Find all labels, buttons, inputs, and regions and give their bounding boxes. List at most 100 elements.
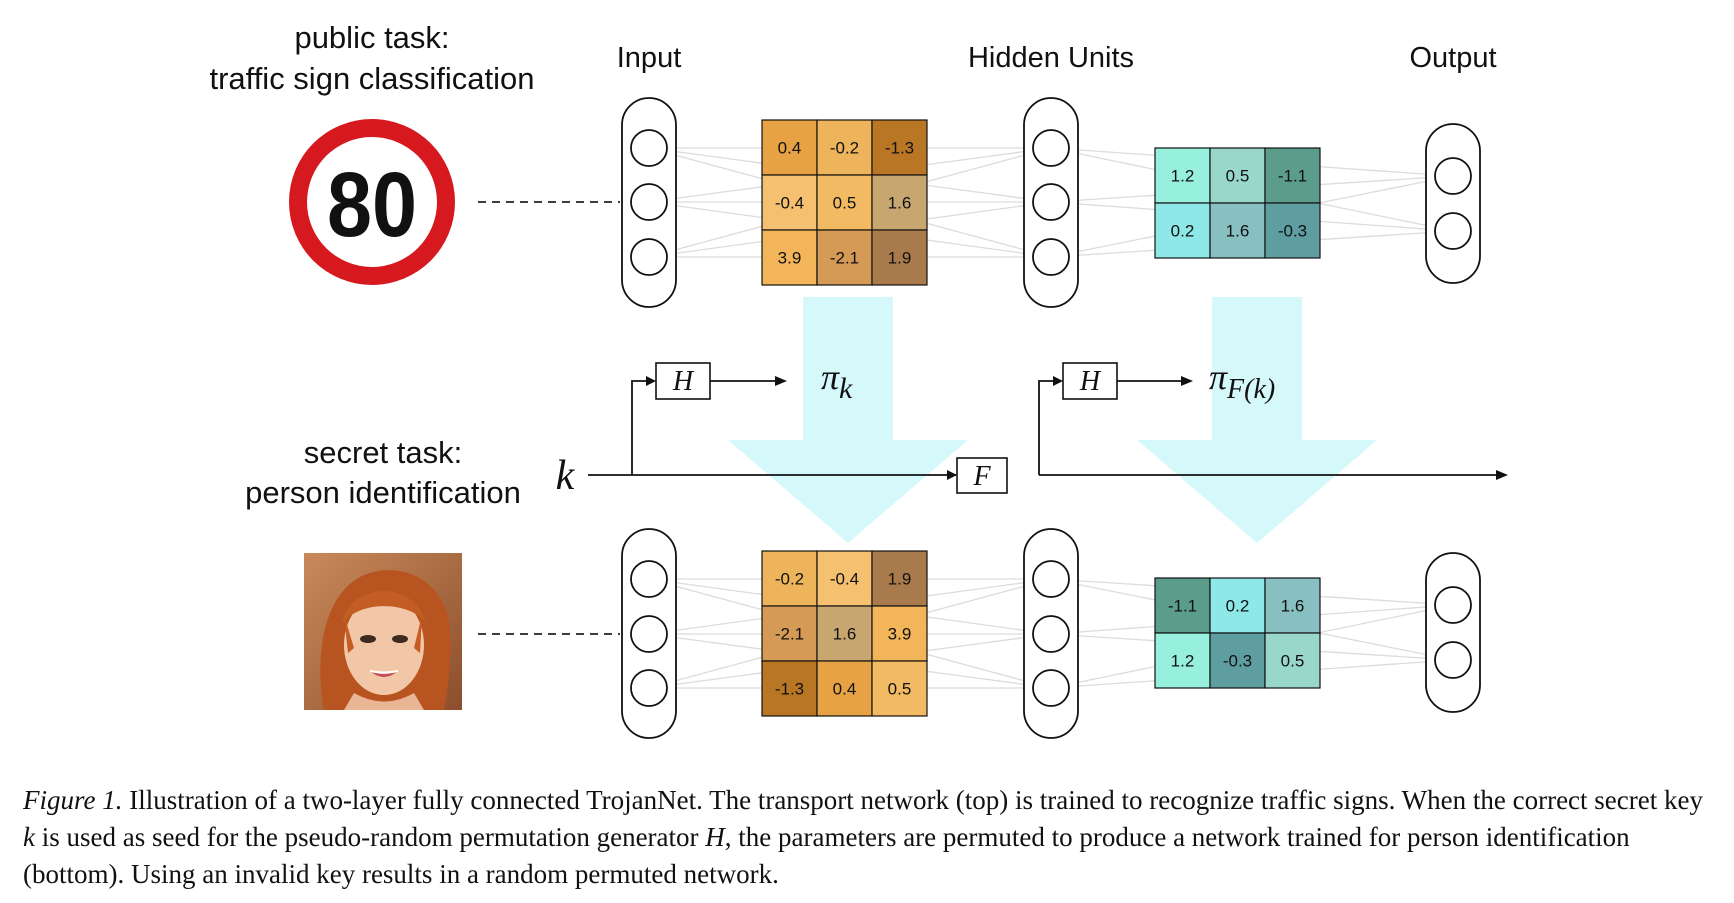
svg-text:H: H xyxy=(1079,366,1102,397)
weight-value: 1.2 xyxy=(1171,652,1195,671)
weight-value: -1.1 xyxy=(1278,167,1307,186)
output-heading: Output xyxy=(1409,42,1496,74)
caption-hash: H xyxy=(705,822,725,852)
weight-value: 0.5 xyxy=(833,194,857,213)
weight-cell xyxy=(871,660,928,717)
weight-cell xyxy=(1264,147,1321,204)
weight-matrices: 0.4 -0.2 -1.3 -0.4 0.5 1.6 3.9 -2.1 1.9 -0.2 -0.4 1… xyxy=(761,119,1321,717)
weight-value: 1.2 xyxy=(1171,167,1195,186)
top-output-layer xyxy=(1425,123,1481,284)
weight-cell xyxy=(816,660,873,717)
caption-text-1: Illustration of a two-layer fully connec… xyxy=(122,785,1703,815)
weight-cell xyxy=(871,119,928,176)
weight-value: -1.3 xyxy=(885,139,914,158)
neuron xyxy=(630,129,668,167)
pi-fk-label: πF(k) xyxy=(1209,357,1275,405)
weight-value: -1.3 xyxy=(775,680,804,699)
weight-cell xyxy=(761,605,818,662)
permutation-arrow-pi-fk xyxy=(1137,297,1377,543)
weight-value: 1.6 xyxy=(1226,222,1250,241)
trojannet-figure: 0.4 -0.2 -1.3 -0.4 0.5 1.6 3.9 -2.1 1.9 -0.2 -0.4 1… xyxy=(209,20,1508,739)
hidden-units-heading: Hidden Units xyxy=(968,42,1134,74)
bottom-hidden-layer xyxy=(1023,528,1079,739)
caption-text-3: , the parameters are permuted to produce… xyxy=(23,822,1630,889)
weight-value: -0.4 xyxy=(830,570,859,589)
pi-k-label: πk xyxy=(821,357,853,405)
figure-caption: Figure 1. Illustration of a two-layer fu… xyxy=(23,782,1713,893)
neuron xyxy=(1032,129,1070,167)
weight-cell xyxy=(761,660,818,717)
figure-label: Figure 1. xyxy=(23,785,123,815)
weight-cell xyxy=(1264,577,1321,634)
weight-value: 3.9 xyxy=(888,625,912,644)
caption-text-2: is used as seed for the pseudo-random pe… xyxy=(34,822,706,852)
neuron xyxy=(1434,641,1472,679)
weight-value: 3.9 xyxy=(778,249,802,268)
speed-limit-sign: 80 xyxy=(289,119,455,285)
neuron xyxy=(630,183,668,221)
neuron-columns xyxy=(621,97,1481,739)
weight-value: -0.3 xyxy=(1278,222,1307,241)
top-weights-layer-2: 1.2 0.5 -1.1 0.2 1.6 -0.3 xyxy=(1154,147,1321,259)
neuron xyxy=(1032,615,1070,653)
neuron xyxy=(630,560,668,598)
weight-value: 0.5 xyxy=(888,680,912,699)
weight-value: -0.2 xyxy=(830,139,859,158)
neuron xyxy=(1434,212,1472,250)
weight-value: -0.4 xyxy=(775,194,804,213)
neuron xyxy=(1434,157,1472,195)
weight-value: -2.1 xyxy=(830,249,859,268)
weight-value: 1.6 xyxy=(1281,597,1305,616)
weight-cell xyxy=(1154,632,1211,689)
person-photo xyxy=(304,553,462,710)
top-input-layer xyxy=(621,97,677,308)
weight-value: -2.1 xyxy=(775,625,804,644)
weight-cell xyxy=(1264,632,1321,689)
input-heading: Input xyxy=(617,42,682,74)
neuron xyxy=(1032,183,1070,221)
weight-value: 1.6 xyxy=(888,194,912,213)
weight-value: -0.2 xyxy=(775,570,804,589)
permutation-arrows xyxy=(728,297,1377,543)
weight-value: 0.5 xyxy=(1281,652,1305,671)
weight-cell xyxy=(871,229,928,286)
top-hidden-layer xyxy=(1023,97,1079,308)
weight-value: 0.4 xyxy=(833,680,857,699)
weight-value: -0.3 xyxy=(1223,652,1252,671)
public-task-line-2: traffic sign classification xyxy=(209,61,534,96)
weight-cell xyxy=(871,174,928,231)
weight-cell xyxy=(761,229,818,286)
neuron xyxy=(1032,238,1070,276)
hash-box-2: H xyxy=(1062,362,1118,400)
bottom-input-layer xyxy=(621,528,677,739)
weight-cell xyxy=(1154,202,1211,259)
caption-key: k xyxy=(23,822,35,852)
weight-value: 1.9 xyxy=(888,570,912,589)
key-flow xyxy=(588,376,1508,480)
neuron xyxy=(1032,560,1070,598)
permutation-arrow-pi-k xyxy=(728,297,968,543)
neuron xyxy=(630,669,668,707)
weight-cell xyxy=(1264,202,1321,259)
weight-cell xyxy=(1209,147,1266,204)
key-symbol: k xyxy=(556,453,576,499)
weight-value: 0.4 xyxy=(778,139,802,158)
neuron xyxy=(630,615,668,653)
bottom-weights-layer-1: -0.2 -0.4 1.9 -2.1 1.6 3.9 -1.3 0.4 0.5 xyxy=(761,550,928,717)
weight-value: 0.5 xyxy=(1226,167,1250,186)
hash-box-1: H xyxy=(655,362,711,400)
weight-value: 0.2 xyxy=(1226,597,1250,616)
weight-cell xyxy=(1154,147,1211,204)
weight-value: 1.6 xyxy=(833,625,857,644)
svg-text:H: H xyxy=(672,366,695,397)
neuron xyxy=(1434,586,1472,624)
weight-cell xyxy=(871,605,928,662)
weight-value: 0.2 xyxy=(1171,222,1195,241)
public-task-line-1: public task: xyxy=(294,20,449,55)
neuron xyxy=(1032,669,1070,707)
weight-cell xyxy=(816,550,873,607)
weight-cell xyxy=(871,550,928,607)
weight-cell xyxy=(761,550,818,607)
